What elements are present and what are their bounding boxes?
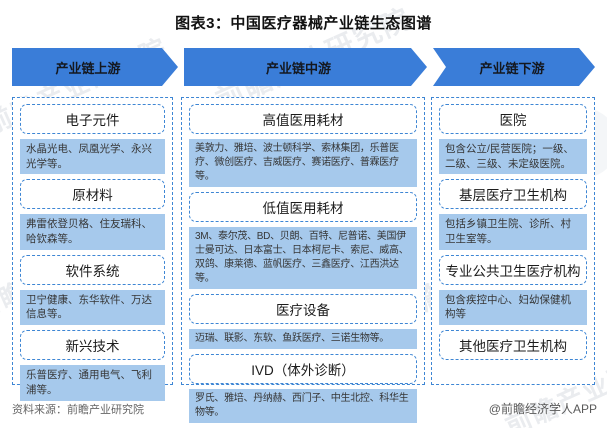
section-companies: 包含疾控中心、妇幼保健机构等 bbox=[439, 289, 587, 326]
section-companies: 罗氏、雅培、丹纳赫、西门子、中生北控、科华生物等。 bbox=[189, 389, 417, 423]
section-title: 软件系统 bbox=[20, 254, 165, 285]
section-title: IVD（体外诊断） bbox=[189, 354, 417, 384]
section-title: 原材料 bbox=[20, 179, 165, 210]
downstream-column: 医院 包含公立/民营医院；一级、二级、三级、未定级医院。 基层医疗卫生机构 包括… bbox=[431, 97, 595, 385]
section-title: 医疗设备 bbox=[189, 294, 417, 324]
section-title: 高值医用耗材 bbox=[189, 104, 417, 134]
section-title: 新兴技术 bbox=[20, 330, 165, 361]
section-companies: 包含公立/民营医院；一级、二级、三级、未定级医院。 bbox=[439, 139, 587, 175]
section-companies: 迈瑞、联影、东软、鱼跃医疗、三诺生物等。 bbox=[189, 329, 417, 349]
section-companies: 卫宁健康、东华软件、万达信息等。 bbox=[20, 289, 165, 326]
arrow-upstream-header: 产业链上游 bbox=[12, 48, 178, 86]
credit-note: @前瞻经济学人APP bbox=[488, 402, 597, 416]
section-companies: 美敦力、雅培、波士顿科学、索林集团，乐普医疗、微创医疗、吉威医疗、赛诺医疗、普霖… bbox=[189, 139, 417, 187]
section-title: 电子元件 bbox=[20, 104, 165, 134]
midstream-column: 高值医用耗材 美敦力、雅培、波士顿科学、索林集团，乐普医疗、微创医疗、吉威医疗、… bbox=[181, 97, 425, 423]
section-title: 专业公共卫生医疗机构 bbox=[439, 254, 587, 285]
section-title: 医院 bbox=[439, 104, 587, 134]
section-companies: 水晶光电、凤凰光学、永兴光学等。 bbox=[20, 139, 165, 175]
source-note: 资料来源：前瞻产业研究院 bbox=[12, 404, 144, 416]
section-title: 基层医疗卫生机构 bbox=[439, 179, 587, 210]
arrow-downstream-header: 产业链下游 bbox=[433, 48, 595, 86]
upstream-column: 电子元件 水晶光电、凤凰光学、永兴光学等。 原材料 弗雷依登贝格、住友瑞科、哈钦… bbox=[12, 97, 173, 401]
section-companies: 包括乡镇卫生院、诊所、村卫生室等。 bbox=[439, 214, 587, 250]
page-title: 图表3：中国医疗器械产业链生态图谱 bbox=[175, 15, 432, 32]
section-companies: 3M、泰尔茂、BD、贝朗、百特、尼普诺、美国伊士曼可达、日本富士、日本柯尼卡、索… bbox=[189, 227, 417, 289]
section-companies: 乐普医疗、通用电气、飞利浦等。 bbox=[20, 365, 165, 401]
section-title: 其他医疗卫生机构 bbox=[439, 330, 587, 361]
section-title: 低值医用耗材 bbox=[189, 192, 417, 222]
section-companies: 弗雷依登贝格、住友瑞科、哈钦森等。 bbox=[20, 214, 165, 250]
arrow-midstream-header: 产业链中游 bbox=[184, 48, 427, 86]
